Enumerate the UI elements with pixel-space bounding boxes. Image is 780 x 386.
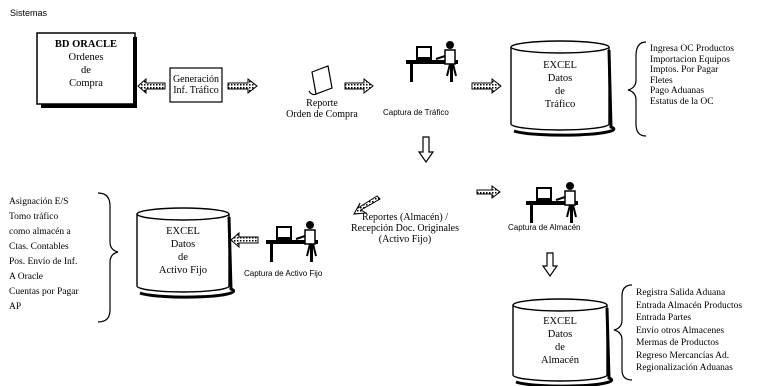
excel-activo-label: EXCEL Datos de Activo Fijo <box>158 226 208 276</box>
list-item: A Oracle <box>9 272 44 282</box>
captura-almacen-label: Captura de Almacén <box>508 223 581 232</box>
list-item: Estatus de la OC <box>650 96 714 107</box>
person-computer-icon-trafico <box>406 41 458 82</box>
list-item: Fletes <box>650 75 673 86</box>
arrow-generacion-to-reporte <box>227 77 258 95</box>
person-computer-icon-activo <box>266 221 318 262</box>
person-computer-icon-almacen <box>526 182 578 223</box>
list-item: Entrada Almacén Productos <box>636 300 743 311</box>
arrow-generacion-to-oracle <box>137 77 166 95</box>
list-item: Asignación E/S <box>9 197 69 207</box>
reportes-almacen-label: Reportes (Almacén) / Recepción Doc. Orig… <box>350 212 460 245</box>
report-document-icon <box>308 65 333 96</box>
list-item: Entrada Partes <box>636 313 692 323</box>
oracle-db-box <box>36 32 137 108</box>
list-item: Mermas de Productos <box>636 338 719 348</box>
captura-activo-label: Captura de Activo Fijo <box>244 269 323 278</box>
trafico-list: Ingresa OC Productos Importacion Equipos… <box>650 44 734 107</box>
almacen-list: Registra Salida Aduana Entrada Almacén P… <box>636 287 742 375</box>
activo-list: Asignación E/S Tomo tráfico como almacén… <box>9 195 79 315</box>
list-item: Pos. Envío de Inf. <box>9 257 78 267</box>
list-item: AP <box>9 302 22 312</box>
list-item: Importacion Equipos <box>650 54 730 65</box>
brace-trafico <box>627 41 647 137</box>
excel-almacen-label: EXCEL Datos de Almacén <box>541 316 579 366</box>
oracle-db-label: BD ORACLE Ordenes de Compra <box>54 39 118 89</box>
arrow-captura-activo-to-excel <box>230 231 259 249</box>
excel-activo-db <box>136 207 236 299</box>
list-item: Regionalización Aduanas <box>636 363 733 373</box>
list-item: Imptos. Por Pagar <box>650 65 719 75</box>
excel-trafico-label: EXCEL Datos de Tráfico <box>543 60 577 110</box>
list-item: Registra Salida Aduana <box>636 288 726 298</box>
list-item: Regreso Mercancías Ad. <box>636 350 730 361</box>
captura-trafico-label: Captura de Tráfico <box>383 108 449 117</box>
brace-almacen <box>613 284 633 381</box>
list-item: Ingresa OC Productos <box>650 44 734 54</box>
diagram-title: Sistemas <box>10 8 48 18</box>
generacion-box <box>169 67 223 103</box>
brace-activo <box>97 192 119 323</box>
list-item: Pago Aduanas <box>650 86 705 96</box>
excel-trafico-db <box>510 40 616 137</box>
arrow-to-reportes-almacen <box>353 195 381 215</box>
generacion-label: Generación Inf. Tráfico <box>172 74 220 96</box>
arrow-reporte-to-captura <box>344 77 374 95</box>
list-item: Cuentas por Pagar <box>9 287 79 297</box>
arrow-to-captura-almacen <box>476 185 501 199</box>
list-item: Tomo tráfico <box>9 212 59 222</box>
arrow-captura-to-excel-trafico <box>471 77 502 95</box>
list-item: Ctas. Contables <box>9 242 69 252</box>
list-item: como almacén a <box>9 227 71 237</box>
arrow-down-almacen <box>541 252 559 278</box>
reporte-oc-label: Reporte Orden de Compra <box>286 98 358 120</box>
arrow-down-trafico <box>417 136 435 164</box>
list-item: Envío otros Almacenes <box>636 325 725 336</box>
